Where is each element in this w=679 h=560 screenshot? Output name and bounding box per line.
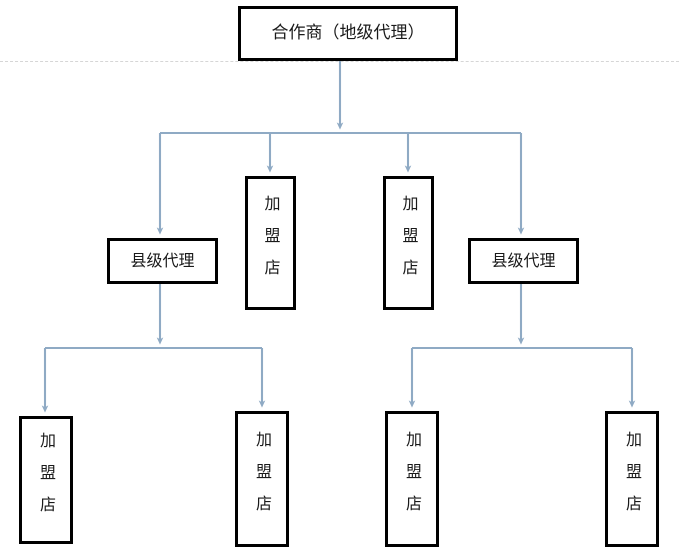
node-label: 县级代理	[130, 250, 195, 270]
node-county-agent-left[interactable]: 县级代理	[107, 238, 218, 284]
node-county-agent-right[interactable]: 县级代理	[468, 238, 579, 284]
node-label: 加盟店	[403, 431, 422, 527]
node-franchise-store-l3b[interactable]: 加盟店	[235, 411, 289, 547]
node-label: 加盟店	[623, 431, 642, 527]
node-franchise-store-l3c[interactable]: 加盟店	[385, 411, 439, 547]
node-partner-prefecture-agent[interactable]: 合作商（地级代理）	[238, 6, 458, 61]
node-label: 县级代理	[491, 250, 556, 270]
node-label: 加盟店	[253, 431, 272, 527]
node-franchise-store-l2a[interactable]: 加盟店	[245, 176, 296, 310]
node-franchise-store-l3a[interactable]: 加盟店	[19, 416, 73, 544]
node-label: 加盟店	[399, 195, 419, 291]
node-label: 合作商（地级代理）	[271, 22, 425, 43]
node-label: 加盟店	[37, 432, 56, 528]
node-franchise-store-l3d[interactable]: 加盟店	[605, 411, 659, 547]
node-franchise-store-l2b[interactable]: 加盟店	[383, 176, 434, 310]
node-label: 加盟店	[261, 195, 281, 291]
